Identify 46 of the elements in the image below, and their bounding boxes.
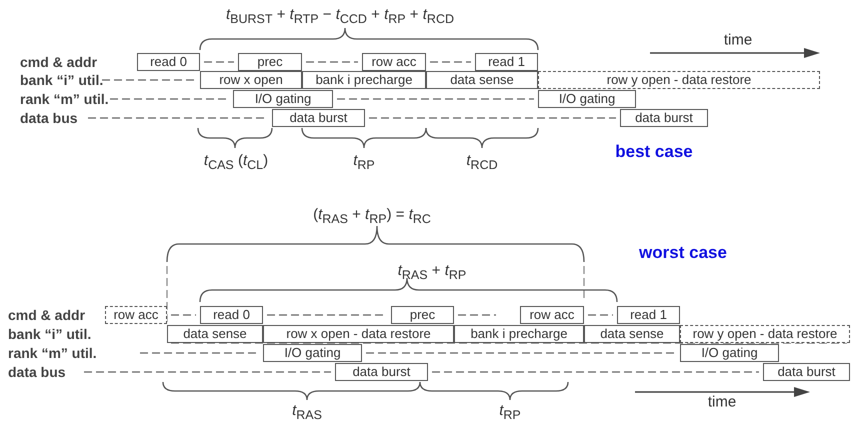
timing-box: row y open - data restore: [538, 71, 820, 89]
timing-box: bank i precharge: [302, 71, 426, 89]
row-label: bank “i” util.: [20, 72, 104, 88]
timing-box: data burst: [763, 363, 850, 381]
row-label: cmd & addr: [8, 307, 86, 323]
timing-box: row acc: [105, 306, 167, 324]
timing-box: read 1: [475, 53, 538, 71]
case-label: best case: [615, 142, 693, 162]
timing-box: read 0: [137, 53, 200, 71]
row-label: data bus: [8, 364, 66, 380]
timing-box: I/O gating: [263, 344, 362, 362]
timing-box: data burst: [620, 109, 708, 127]
timing-box: row x open: [200, 71, 302, 89]
timing-box: data sense: [584, 325, 680, 343]
timing-box: I/O gating: [680, 344, 779, 362]
timing-formula: t$_{BURST}$ + t$_{RTP}$ − t$_{CCD}$ + t$_{RP}$ + t$_{RCD}$: [226, 6, 454, 26]
timing-box: data sense: [167, 325, 263, 343]
timing-box: bank i precharge: [454, 325, 584, 343]
axis-label: time: [708, 394, 736, 410]
axis-label: time: [724, 32, 752, 48]
timing-formula: t$_{RAS}$ + t$_{RP}$: [398, 262, 466, 282]
timing-box: I/O gating: [233, 90, 333, 108]
timing-formula: (t$_{RAS}$ + t$_{RP}$) = t$_{RC}$: [313, 206, 431, 226]
timing-box: row y open - data restore: [680, 325, 850, 343]
timing-formula: t$_{RAS}$: [292, 402, 322, 422]
timing-formula: t$_{CAS}$ (t$_{CL}$): [204, 152, 268, 172]
timing-box: read 0: [200, 306, 263, 324]
timing-box: data burst: [335, 363, 428, 381]
row-label: bank “i” util.: [8, 326, 92, 342]
timing-box: read 1: [617, 306, 680, 324]
row-label: data bus: [20, 110, 78, 126]
row-label: rank “m” util.: [20, 91, 109, 107]
timing-formula: t$_{RP}$: [499, 402, 521, 422]
timing-formula: t$_{RCD}$: [466, 152, 498, 172]
timing-box: prec: [238, 53, 302, 71]
timing-box: row acc: [520, 306, 584, 324]
row-label: cmd & addr: [20, 54, 98, 70]
row-label: rank “m” util.: [8, 345, 97, 361]
timing-box: I/O gating: [538, 90, 636, 108]
timing-box: row x open - data restore: [263, 325, 454, 343]
timing-box: row acc: [362, 53, 426, 71]
timing-box: data burst: [272, 109, 365, 127]
case-label: worst case: [639, 243, 727, 263]
timing-formula: t$_{RP}$: [353, 152, 375, 172]
timing-box: data sense: [426, 71, 538, 89]
timing-box: prec: [391, 306, 454, 324]
